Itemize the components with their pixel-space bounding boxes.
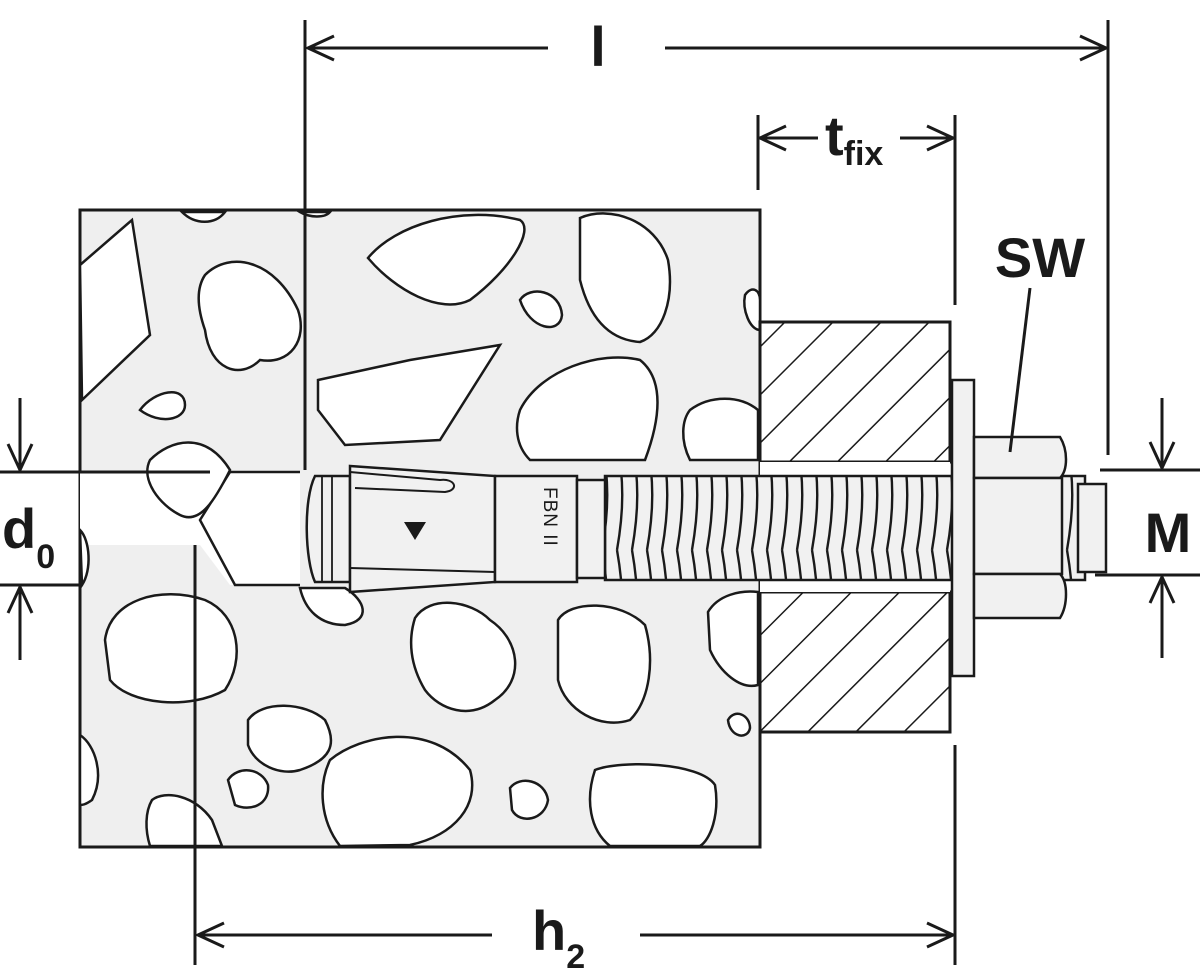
label-t-sub: fix xyxy=(844,135,884,173)
label-d-sub: 0 xyxy=(36,538,55,576)
label-t: t xyxy=(825,104,844,167)
label-m: M xyxy=(1145,501,1192,564)
label-h-sub: 2 xyxy=(566,938,585,974)
label-h: h xyxy=(532,899,566,962)
dimension-lines xyxy=(20,48,1162,935)
label-sw: SW xyxy=(995,226,1085,289)
washer-nut xyxy=(950,378,1068,678)
aggregate-stones xyxy=(78,210,762,848)
label-d: d xyxy=(2,497,36,560)
label-h2: h2 xyxy=(532,899,585,974)
anchor-mark: FBN II xyxy=(539,487,560,547)
label-tfix: tfix xyxy=(825,104,883,173)
label-l: l xyxy=(590,15,606,78)
label-d0: d0 xyxy=(2,497,55,576)
